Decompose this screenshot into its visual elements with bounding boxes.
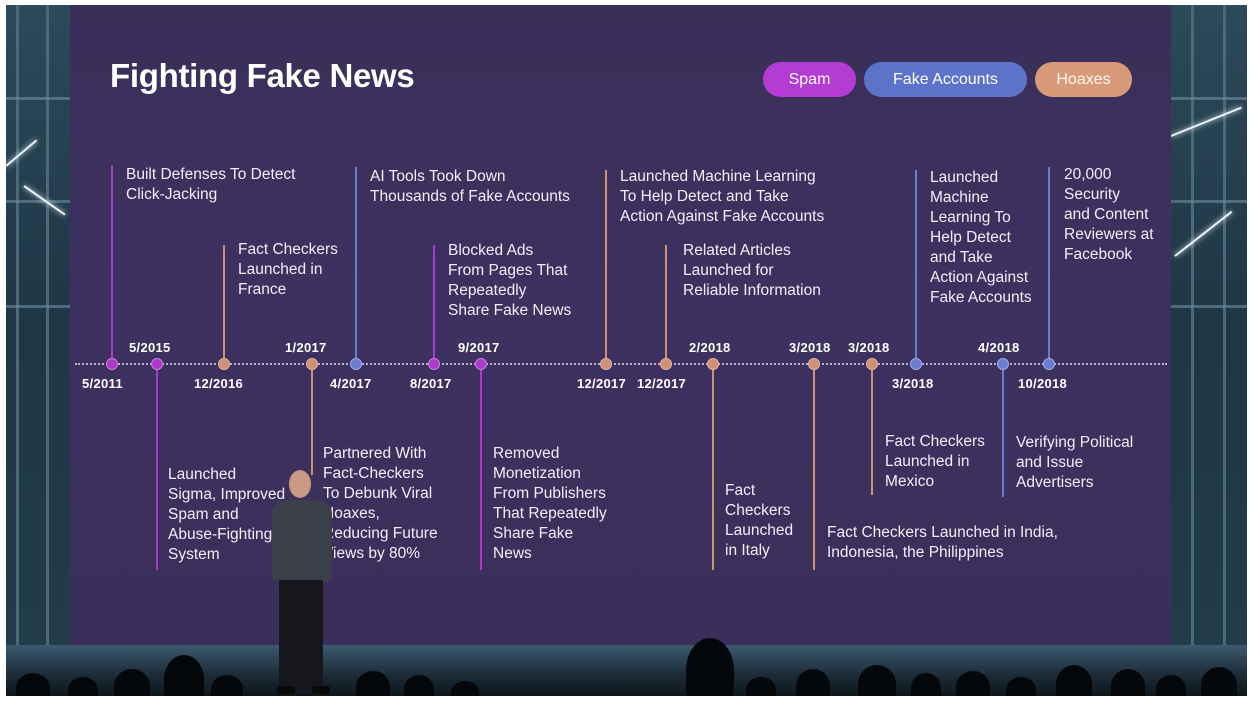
event-text: Fact Checkers Launched in Italy [725,482,794,559]
stem [1002,365,1004,497]
timeline-axis [75,363,1167,365]
timeline-dot [428,358,440,370]
date-label: 12/2017 [637,376,687,391]
timeline-dot [151,358,163,370]
event-text: Related Articles Launched for Reliable I… [683,242,821,299]
timeline-dot [218,358,230,370]
stem [813,365,815,570]
legend-fake-accounts: Fake Accounts [864,62,1027,97]
stem [915,170,917,365]
stem [156,365,158,570]
timeline-dot [306,358,318,370]
event-text: AI Tools Took Down Thousands of Fake Acc… [370,168,570,205]
timeline-dot [106,358,118,370]
stem [712,365,714,570]
presenter-figure [264,470,344,696]
date-label: 1/2017 [285,340,327,355]
date-label: 2/2018 [689,340,731,355]
presenter-shirt [272,500,332,582]
date-label: 9/2017 [458,340,500,355]
stem [433,245,435,365]
slide-title: Fighting Fake News [110,57,415,94]
right-scaffold [1170,5,1247,645]
date-label: 4/2018 [978,340,1020,355]
date-label: 12/2017 [577,376,627,391]
timeline-dot [600,358,612,370]
presentation-slide: Fighting Fake News Spam Fake Accounts Ho… [70,5,1171,645]
event-text: Built Defenses To Detect Click-Jacking [126,166,296,203]
event-text: Launched Machine Learning To Help Detect… [930,169,1032,306]
event-text: Fact Checkers Launched in India, Indones… [827,524,1058,561]
timeline-dot [707,358,719,370]
stage-scene: Fighting Fake News Spam Fake Accounts Ho… [6,5,1247,696]
left-scaffold [6,5,70,645]
date-label: 4/2017 [330,376,372,391]
stem [480,365,482,570]
timeline-dot [866,358,878,370]
event-text: Fact Checkers Launched in France [238,241,338,298]
date-label: 3/2018 [892,376,934,391]
timeline-dot [350,358,362,370]
stem [871,365,873,495]
date-label: 3/2018 [848,340,890,355]
timeline-dot [475,358,487,370]
timeline-dot [997,358,1009,370]
timeline-dot [910,358,922,370]
presenter-shoe [312,686,330,694]
date-label: 8/2017 [410,376,452,391]
timeline-dot [660,358,672,370]
timeline-dot [808,358,820,370]
event-text: Blocked Ads From Pages That Repeatedly S… [448,242,572,319]
presenter-shoe [277,686,295,694]
stem [311,365,313,475]
date-label: 3/2018 [789,340,831,355]
event-text: Launched Machine Learning To Help Detect… [620,168,825,225]
stem [1048,167,1050,365]
stem [605,170,607,365]
date-label: 12/2016 [194,376,244,391]
presenter-head [289,470,311,498]
date-label: 10/2018 [1018,376,1068,391]
event-text: 20,000 Security and Content Reviewers at… [1064,166,1154,263]
legend-spam: Spam [763,62,856,97]
event-text: Removed Monetization From Publishers Tha… [493,445,607,562]
date-label: 5/2011 [82,376,123,391]
timeline-dot [1043,358,1055,370]
legend-hoaxes: Hoaxes [1035,62,1132,97]
event-text: Partnered With Fact-Checkers To Debunk V… [323,445,438,562]
stem [665,245,667,365]
stem [223,245,225,365]
presenter-legs [279,580,323,690]
event-text: Verifying Political and Issue Advertiser… [1016,434,1134,491]
stem [111,165,113,365]
stem [355,167,357,365]
event-text: Launched Sigma, Improved Spam and Abuse-… [168,466,286,563]
event-text: Fact Checkers Launched in Mexico [885,433,985,490]
date-label: 5/2015 [129,340,171,355]
